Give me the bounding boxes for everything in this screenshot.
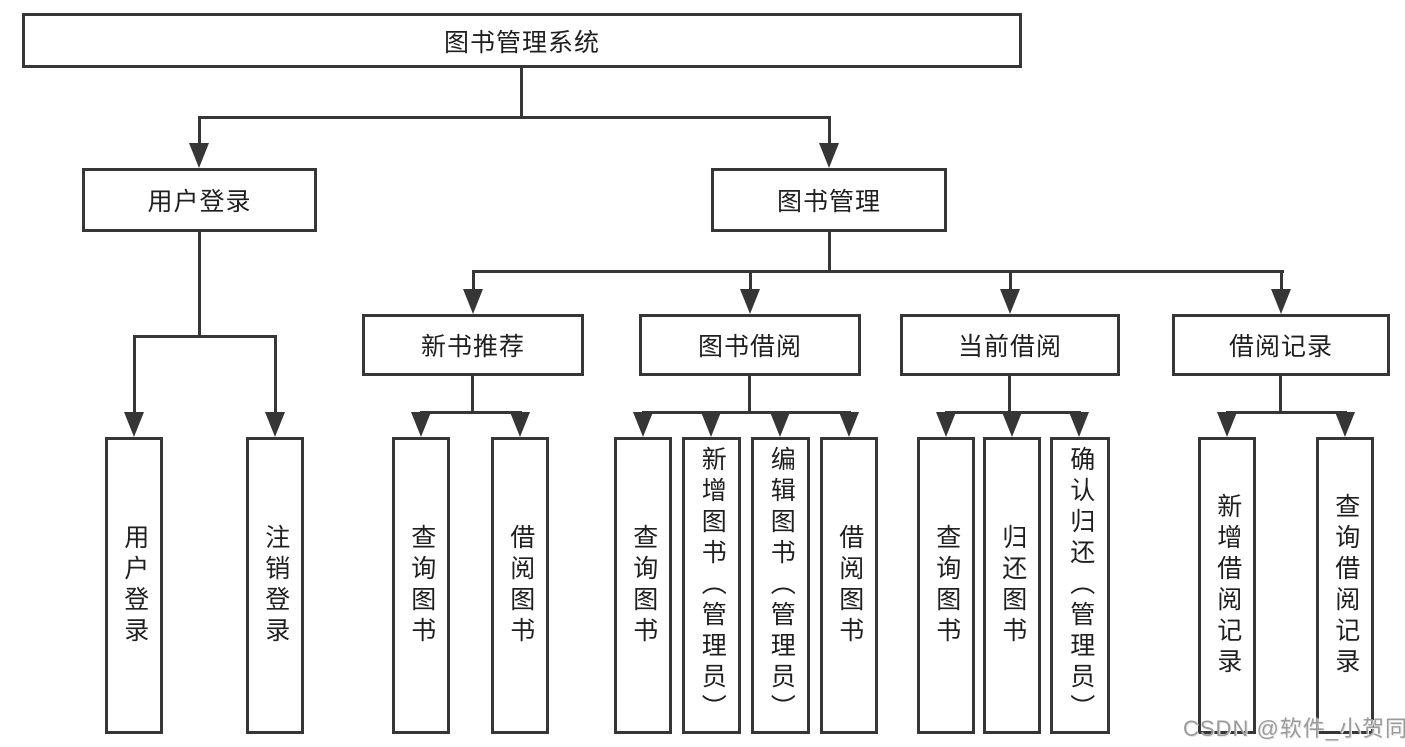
- arrow-down-icon: [701, 412, 721, 437]
- leaf-add-books-admin: 新增图书（管理员）: [682, 437, 741, 734]
- node-book-management: 图书管理: [711, 168, 947, 232]
- node-label: 图书借阅: [697, 333, 802, 361]
- node-user-login: 用户登录: [82, 168, 317, 232]
- connector-stem-level3: [749, 270, 752, 292]
- node-label: 新书推荐: [420, 333, 525, 361]
- leaf-label: 确认归还（管理员）: [1066, 446, 1095, 725]
- connector-root-trunk: [520, 68, 523, 117]
- connector-stem-user-login: [198, 116, 201, 148]
- watermark: CSDN @软件_小贺同学: [1183, 716, 1405, 741]
- arrow-down-icon: [1217, 412, 1237, 437]
- leaf-label: 归还图书: [998, 523, 1027, 648]
- leaf-query-borrow-record: 查询借阅记录: [1316, 437, 1374, 734]
- leaf-label: 新增图书（管理员）: [698, 446, 727, 725]
- arrow-down-icon: [189, 143, 209, 168]
- connector-stem-leaf: [133, 335, 136, 415]
- leaf-edit-books-admin: 编辑图书（管理员）: [751, 437, 810, 734]
- arrow-down-icon: [936, 412, 956, 437]
- connector-stem-level3: [472, 270, 475, 292]
- leaf-borrow-books-recommend: 借阅图书: [491, 437, 549, 734]
- leaf-label: 查询图书: [629, 523, 658, 648]
- node-label: 图书管理: [776, 188, 881, 216]
- leaf-add-borrow-record: 新增借阅记录: [1198, 437, 1256, 734]
- leaf-label: 查询图书: [407, 523, 436, 648]
- node-label: 用户登录: [147, 188, 252, 216]
- arrow-down-icon: [740, 289, 760, 314]
- connector-book-management-trunk: [828, 232, 831, 273]
- connector-stem-leaf: [274, 335, 277, 415]
- connector-user-login-split: [133, 335, 277, 338]
- leaf-confirm-return-admin: 确认归还（管理员）: [1050, 437, 1110, 734]
- connector-group-trunk: [471, 376, 474, 414]
- arrow-down-icon: [510, 412, 530, 437]
- connector-group-trunk: [748, 376, 751, 414]
- arrow-down-icon: [633, 412, 653, 437]
- node-new-book-recommendation: 新书推荐: [362, 314, 584, 376]
- arrow-down-icon: [839, 412, 859, 437]
- arrow-down-icon: [1002, 412, 1022, 437]
- arrow-down-icon: [411, 412, 431, 437]
- node-label: 借阅记录: [1228, 333, 1333, 361]
- arrow-down-icon: [1000, 289, 1020, 314]
- node-current-borrowing: 当前借阅: [900, 314, 1120, 376]
- leaf-label: 查询图书: [932, 523, 961, 648]
- connector-stem-level3: [1009, 270, 1012, 292]
- connector-user-login-trunk: [198, 232, 201, 338]
- node-borrowing-records: 借阅记录: [1172, 314, 1390, 376]
- arrow-down-icon: [770, 412, 790, 437]
- connector-group-trunk: [1008, 376, 1011, 414]
- leaf-return-books: 归还图书: [983, 437, 1041, 734]
- node-book-borrowing: 图书借阅: [639, 314, 861, 376]
- leaf-logout: 注销登录: [246, 437, 304, 734]
- connector-group-split: [642, 411, 851, 414]
- leaf-query-books-recommend: 查询图书: [392, 437, 450, 734]
- arrow-down-icon: [124, 412, 144, 437]
- leaf-label: 注销登录: [261, 523, 290, 648]
- connector-level3-split: [472, 270, 1284, 273]
- arrow-down-icon: [1271, 289, 1291, 314]
- arrow-down-icon: [1335, 412, 1355, 437]
- arrow-down-icon: [1069, 412, 1089, 437]
- leaf-label: 借阅图书: [506, 523, 535, 648]
- node-label: 当前借阅: [957, 333, 1062, 361]
- leaf-borrow-books-borrowing: 借阅图书: [820, 437, 878, 734]
- leaf-label: 借阅图书: [835, 523, 864, 648]
- node-library-management-system: 图书管理系统: [22, 13, 1022, 68]
- leaf-label: 查询借阅记录: [1331, 492, 1360, 679]
- connector-group-split: [1226, 411, 1347, 414]
- connector-level2-split: [198, 116, 831, 119]
- leaf-label: 新增借阅记录: [1213, 492, 1242, 679]
- connector-group-split: [420, 411, 522, 414]
- leaf-query-books-current: 查询图书: [917, 437, 975, 734]
- arrow-down-icon: [819, 143, 839, 168]
- leaf-user-login: 用户登录: [105, 437, 163, 734]
- arrow-down-icon: [463, 289, 483, 314]
- leaf-label: 编辑图书（管理员）: [767, 446, 796, 725]
- connector-stem-book-management: [828, 116, 831, 148]
- leaf-label: 用户登录: [120, 523, 149, 648]
- node-label: 图书管理系统: [443, 28, 600, 57]
- connector-stem-level3: [1280, 270, 1283, 292]
- connector-group-trunk: [1279, 376, 1282, 414]
- leaf-query-books-borrowing: 查询图书: [614, 437, 672, 734]
- arrow-down-icon: [265, 412, 285, 437]
